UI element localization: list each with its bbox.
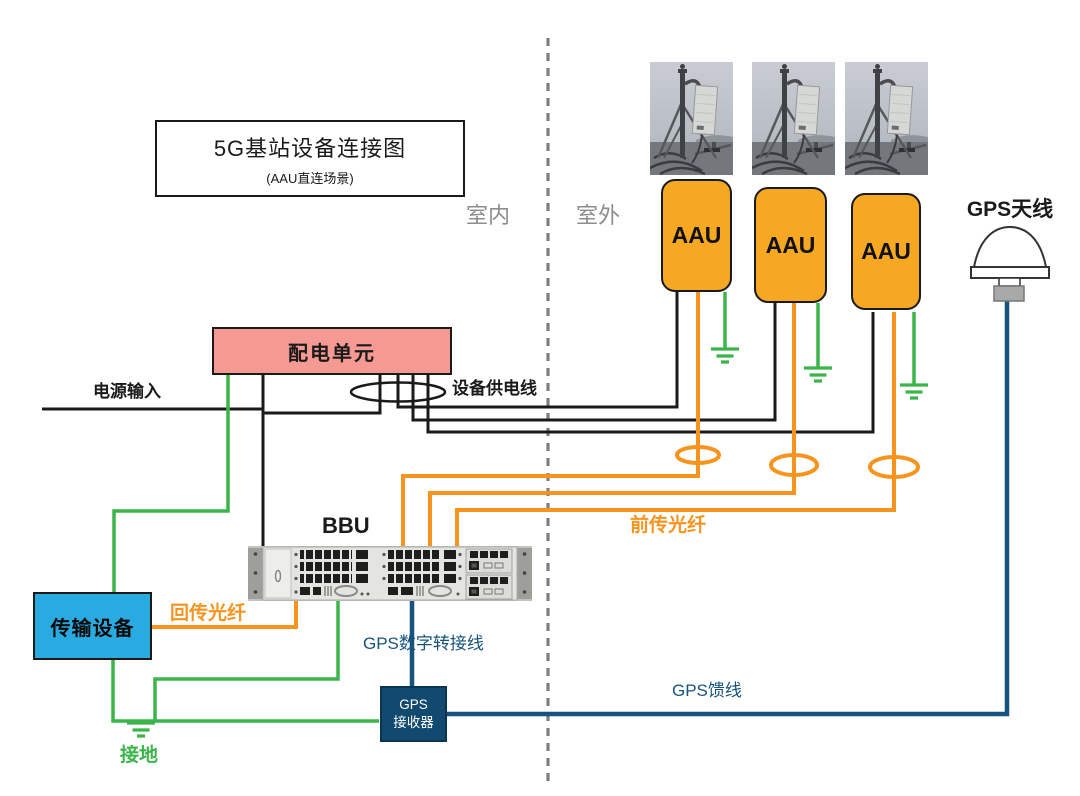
aau-site-photo-3: [845, 62, 928, 175]
wire-fronthaul-aau2: [428, 303, 796, 546]
power-wires: [42, 292, 875, 546]
ground-symbol-icon: [898, 383, 930, 400]
fiber-coil-icon-3: [868, 455, 920, 479]
wire-fronthaul-aau1: [401, 292, 700, 546]
aau-site-photo-2: [752, 62, 835, 175]
power-input-label: 电源输入: [93, 382, 161, 401]
grounding-label: 接地: [120, 745, 159, 766]
fronthaul-fiber-label: 前传光纤: [630, 515, 707, 536]
fiber-coil-icon-1: [675, 445, 721, 465]
gps-feeder-cable-label: GPS馈线: [672, 681, 742, 700]
ground-symbol-icon: [802, 366, 834, 383]
wire-power-aau3: [426, 312, 875, 434]
diagram-title: 5G基站设备连接图: [213, 135, 407, 161]
wire-backhaul-fiber: [152, 601, 298, 629]
transmission-device-box: 传输设备: [33, 592, 152, 660]
backhaul-fiber-label: 回传光纤: [170, 603, 247, 624]
bbu-chassis-image: [248, 546, 532, 601]
wire-fronthaul-aau3: [455, 312, 896, 546]
wire-power-aau2: [411, 303, 777, 422]
aau-label: AAU: [671, 222, 722, 248]
gps-wires: [409, 299, 1010, 717]
cable-bundle-ellipse: [349, 381, 447, 403]
gps-receiver-line2: 接收器: [393, 715, 434, 730]
gps-antenna-label: GPS天线: [966, 198, 1054, 221]
aau-box-2: AAU: [754, 187, 827, 303]
gps-adapter-cable-label: GPS数字转接线: [363, 634, 484, 653]
wire-power-aau1: [396, 292, 679, 409]
device-power-cable-label: 设备供电线: [452, 379, 537, 398]
diagram-title-box: 5G基站设备连接图 (AAU直连场景): [155, 120, 465, 197]
ground-symbol-icon: [125, 721, 157, 738]
fiber-coil-icon-2: [769, 453, 819, 477]
gps-receiver-line1: GPS: [399, 696, 428, 712]
diagram-subtitle: (AAU直连场景): [266, 170, 354, 186]
aau-box-3: AAU: [851, 193, 921, 310]
zone-label-indoor: 室内: [466, 203, 511, 228]
ground-symbol-icon: [709, 347, 741, 364]
wire-ground-bus: [111, 660, 379, 723]
wire-bbu-ground: [153, 601, 340, 721]
wire-pdu-loop: [264, 374, 382, 415]
gps-antenna-icon: [970, 225, 1050, 302]
wire-pdu-ground: [112, 374, 230, 592]
aau-site-photo-1: [650, 62, 733, 175]
gps-receiver-box: GPS 接收器: [380, 686, 447, 742]
bbu-label: BBU: [322, 513, 370, 538]
zone-label-outdoor: 室外: [576, 203, 621, 228]
fiber-wires: [152, 292, 920, 629]
aau-label: AAU: [861, 238, 911, 264]
ground-wires: [111, 292, 916, 723]
power-distribution-unit-box: 配电单元: [212, 327, 452, 375]
aau-label: AAU: [765, 231, 816, 258]
wire-gps-feeder: [447, 299, 1010, 717]
aau-box-1: AAU: [661, 179, 732, 292]
